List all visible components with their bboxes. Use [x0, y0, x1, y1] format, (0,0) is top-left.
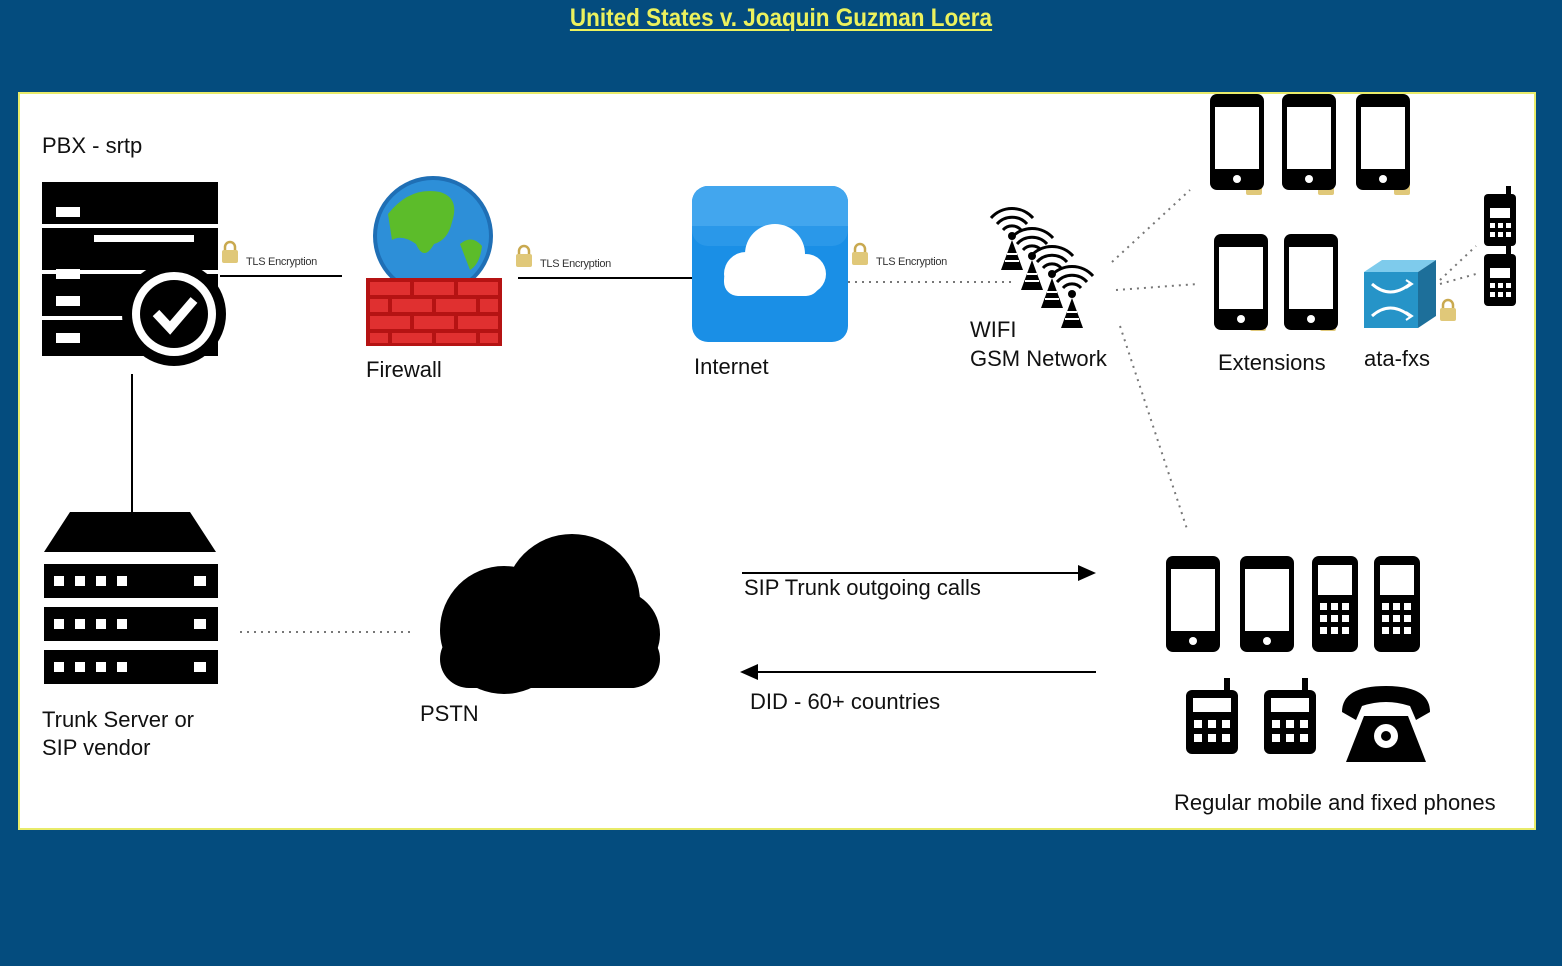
- gsm-label: GSM Network: [970, 346, 1107, 371]
- wifi-label: WIFI: [970, 317, 1017, 342]
- server-check-icon: [42, 182, 226, 366]
- firewall-globe-icon: [366, 176, 502, 346]
- pbx-label: PBX - srtp: [42, 133, 143, 158]
- telephone-icon: [1342, 686, 1430, 762]
- did-arrow: [740, 664, 1096, 680]
- ata-switch-icon: [1364, 260, 1436, 328]
- sip-trunk-label: SIP Trunk outgoing calls: [744, 575, 981, 600]
- cellphone-icon: [1484, 186, 1516, 306]
- regular-phones-label: Regular mobile and fixed phones: [1174, 790, 1496, 815]
- tls-label-2: TLS Encryption: [540, 258, 612, 270]
- did-label: DID - 60+ countries: [750, 689, 941, 714]
- diagram-canvas: [42, 94, 1516, 762]
- connector-lines: [131, 189, 1477, 633]
- trunk-label-line1: Trunk Server or: [42, 707, 195, 732]
- internet-label: Internet: [694, 354, 769, 379]
- sip-trunk-arrow: [742, 565, 1096, 581]
- rack-server-icon: [44, 512, 218, 684]
- regular-phones-icon: [1166, 556, 1420, 754]
- tls-label-3: TLS Encryption: [876, 256, 948, 268]
- cloud-icon: [692, 186, 848, 342]
- pstn-label: PSTN: [420, 701, 479, 726]
- pstn-cloud-icon: [440, 534, 660, 694]
- ata-label: ata-fxs: [1364, 346, 1431, 371]
- tls-label-1: TLS Encryption: [246, 256, 318, 268]
- trunk-label-line2: SIP vendor: [42, 735, 151, 760]
- network-diagram: PBX - srtp Firewall Internet WIFI GSM Ne…: [18, 92, 1536, 830]
- extensions-label: Extensions: [1218, 350, 1326, 375]
- page-title: United States v. Joaquin Guzman Loera: [569, 4, 993, 32]
- antenna-icon: [989, 207, 1095, 330]
- firewall-label: Firewall: [366, 357, 442, 382]
